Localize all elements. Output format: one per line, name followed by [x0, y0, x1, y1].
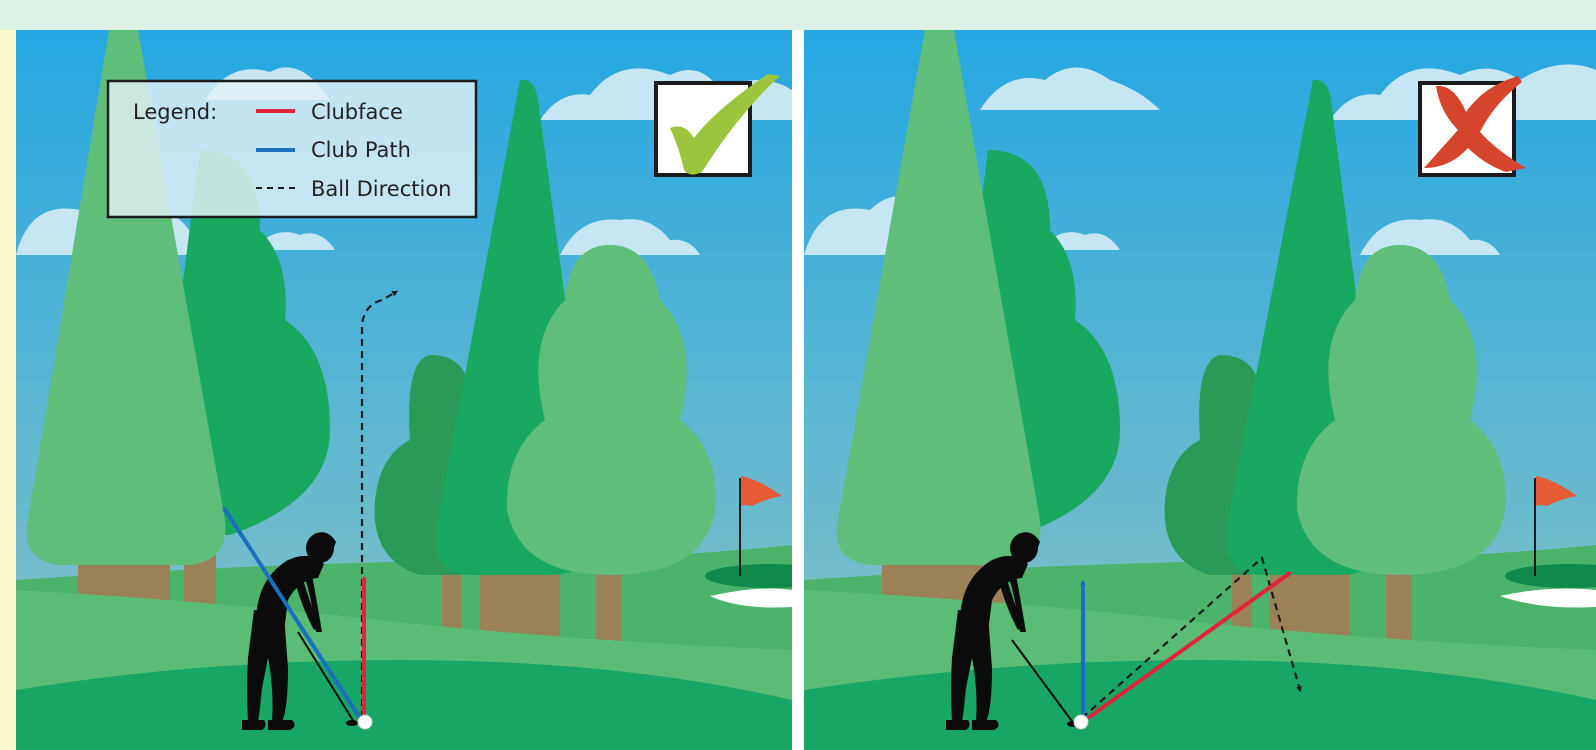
legend-title: Legend: [133, 100, 217, 124]
right-panel [804, 11, 1596, 750]
top-band [0, 0, 1596, 30]
legend: Legend: Clubface Club Path Ball Directio… [108, 81, 476, 217]
golf-ball [1074, 715, 1088, 729]
cross-icon [1420, 76, 1526, 175]
legend-label-ball-direction: Ball Direction [311, 177, 452, 201]
legend-label-club-path: Club Path [311, 138, 411, 162]
left-panel: Legend: Clubface Club Path Ball Directio… [16, 11, 835, 750]
legend-label-clubface: Clubface [311, 100, 403, 124]
golf-ball [358, 715, 372, 729]
panel-divider [792, 30, 804, 750]
